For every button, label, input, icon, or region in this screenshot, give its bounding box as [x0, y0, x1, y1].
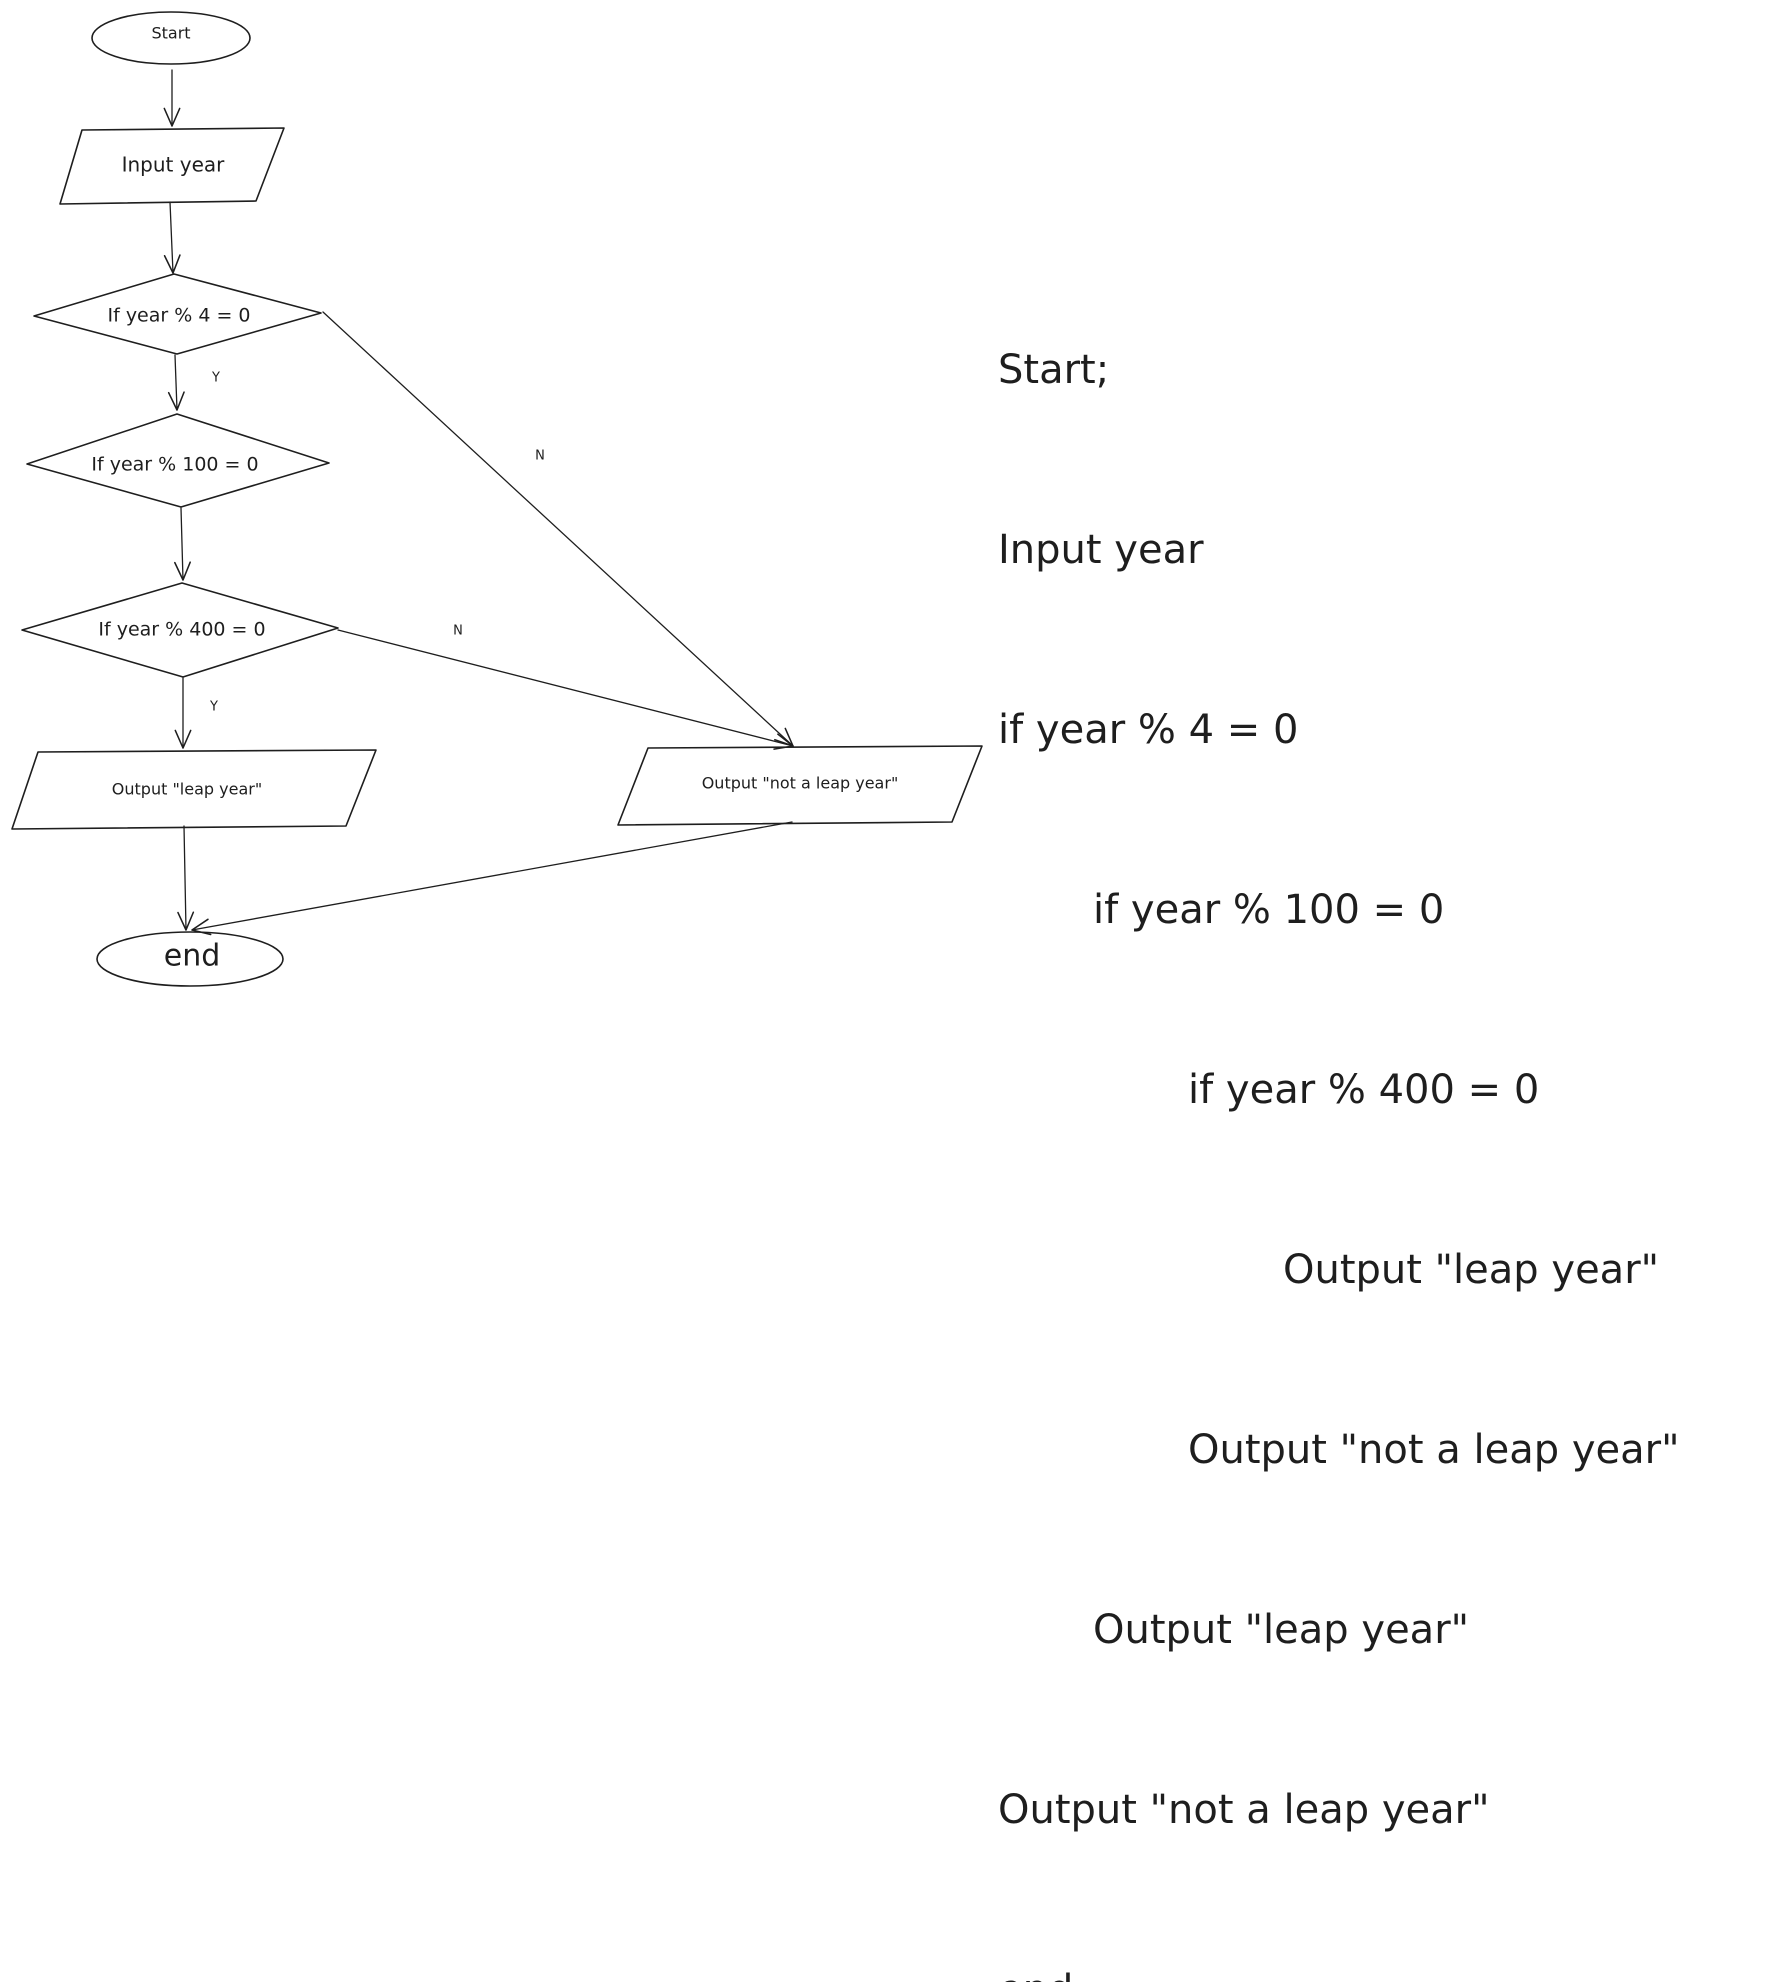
connector-cond100-to-cond400 — [174, 507, 191, 581]
decision-year-mod-4-label: If year % 4 = 0 — [107, 305, 250, 327]
pseudocode-line: end; — [998, 1960, 1679, 1982]
flowchart-canvas: Y N N Y Start Input year If year % 4 = 0… — [11, 11, 983, 987]
connector-leap-to-end — [177, 825, 195, 931]
edge-label-cond4-no: N — [535, 449, 545, 464]
pseudocode-block: Start; Input year if year % 4 = 0 if yea… — [998, 220, 1679, 1982]
input-node-label: Input year — [122, 153, 226, 177]
decision-year-mod-100: If year % 100 = 0 — [26, 413, 330, 508]
end-node: end — [96, 931, 284, 987]
pseudocode-line: Output "leap year" — [1283, 1247, 1660, 1293]
decision-year-mod-400: If year % 400 = 0 — [21, 582, 339, 678]
edge-label-cond4-yes: Y — [211, 371, 220, 386]
decision-year-mod-400-label: If year % 400 = 0 — [98, 619, 265, 641]
connector-input-to-cond4 — [163, 201, 181, 274]
pseudocode-line: Input year — [998, 527, 1204, 573]
pseudocode-line: Output "not a leap year" — [1188, 1427, 1680, 1473]
edge-label-cond400-yes: Y — [209, 700, 218, 715]
decision-year-mod-4: If year % 4 = 0 — [33, 273, 322, 355]
output-not-leap-year-node: Output "not a leap year" — [617, 745, 983, 826]
connector-notleap-to-end — [191, 821, 793, 936]
pseudocode-line: if year % 4 = 0 — [998, 707, 1299, 753]
input-node: Input year — [59, 127, 285, 205]
connector-cond4-yes — [167, 354, 185, 411]
edge-label-cond400-no: N — [453, 624, 463, 639]
pseudocode-line: Output "leap year" — [1093, 1607, 1470, 1653]
output-leap-year-node: Output "leap year" — [11, 749, 377, 830]
output-leap-year-label: Output "leap year" — [112, 780, 262, 799]
start-node: Start — [91, 11, 251, 65]
pseudocode-line: Start; — [998, 347, 1110, 393]
connector-cond4-no — [322, 311, 794, 747]
end-node-label: end — [164, 939, 221, 974]
pseudocode-line: if year % 100 = 0 — [1093, 887, 1445, 933]
connector-cond400-no — [337, 629, 794, 750]
pseudocode-line: Output "not a leap year" — [998, 1787, 1490, 1833]
pseudocode-line: if year % 400 = 0 — [1188, 1067, 1540, 1113]
output-not-leap-year-label: Output "not a leap year" — [702, 774, 899, 793]
decision-year-mod-100-label: If year % 100 = 0 — [91, 454, 258, 476]
start-node-label: Start — [151, 24, 190, 43]
